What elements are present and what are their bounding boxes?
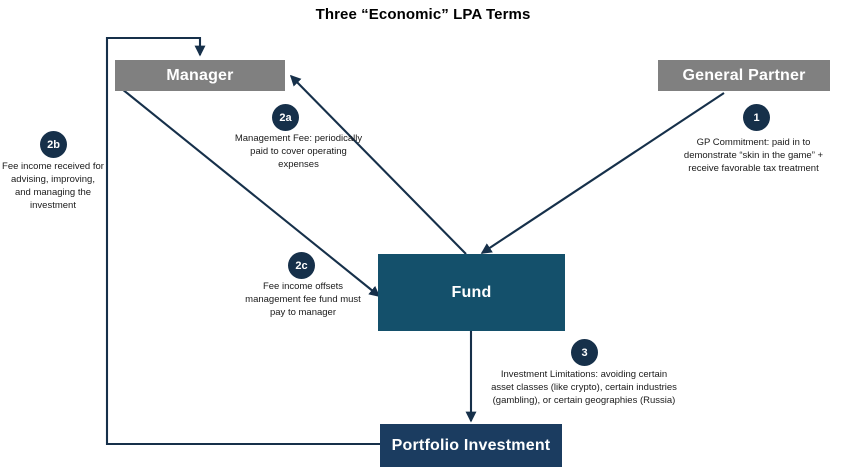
note-management-fee: Management Fee: periodically paid to cov… bbox=[234, 133, 363, 170]
node-portfolio-investment[interactable]: Portfolio Investment bbox=[380, 424, 562, 467]
edge-manager-to-fund bbox=[121, 88, 381, 297]
badge-2c: 2c bbox=[288, 252, 315, 279]
node-portfolio-investment-label: Portfolio Investment bbox=[391, 436, 551, 454]
note-fee-income-received: Fee income received for advising, improv… bbox=[2, 161, 104, 211]
badge-3: 3 bbox=[571, 339, 598, 366]
node-fund-label: Fund bbox=[451, 283, 492, 301]
note-investment-limitations: Investment Limitations: avoiding certain… bbox=[491, 369, 677, 406]
note-fee-income-offsets: Fee income offsets management fee fund m… bbox=[245, 281, 361, 318]
node-general-partner-label: General Partner bbox=[682, 66, 806, 84]
note-gp-commitment: GP Commitment: paid in to demonstrate “s… bbox=[683, 137, 824, 174]
badge-2a: 2a bbox=[272, 104, 299, 131]
badge-2b: 2b bbox=[40, 131, 67, 158]
page-title: Three “Economic” LPA Terms bbox=[315, 6, 531, 23]
node-fund[interactable]: Fund bbox=[378, 254, 565, 331]
edge-portfolio-to-manager bbox=[105, 36, 380, 446]
node-manager-label: Manager bbox=[166, 66, 234, 84]
node-manager[interactable]: Manager bbox=[115, 60, 285, 91]
badge-1: 1 bbox=[743, 104, 770, 131]
node-general-partner[interactable]: General Partner bbox=[658, 60, 830, 91]
